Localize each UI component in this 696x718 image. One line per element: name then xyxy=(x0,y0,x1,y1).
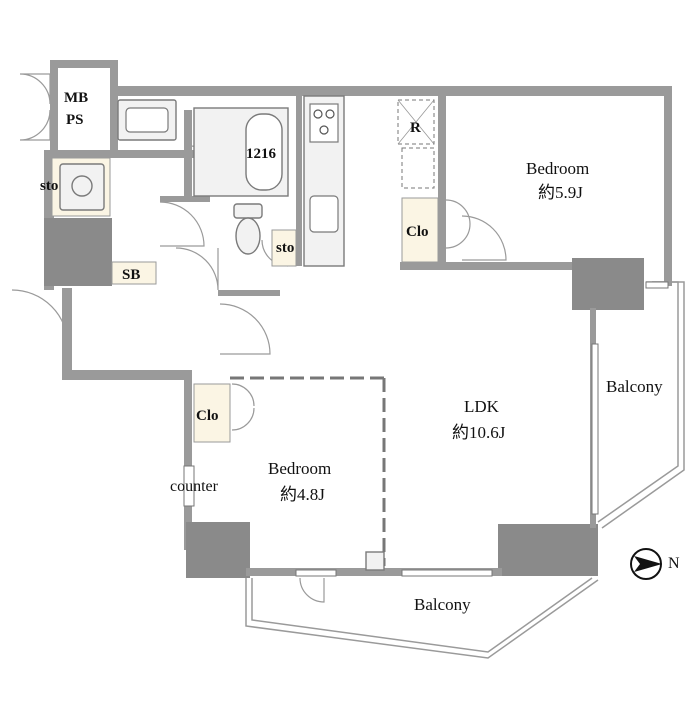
wall-bath-left xyxy=(184,110,192,200)
wall-mbps-left xyxy=(50,60,58,156)
label-ldk: LDK xyxy=(464,397,500,416)
label-bedroom-upper: Bedroom xyxy=(526,159,589,178)
stove xyxy=(309,103,339,143)
pillar-left xyxy=(44,218,112,286)
compass-arrow-icon xyxy=(634,556,662,572)
kitchen-sink xyxy=(309,195,339,233)
label-ps: PS xyxy=(66,112,84,128)
storage-toilet xyxy=(271,229,297,267)
pillar-lower-right xyxy=(498,524,598,576)
wall-mbps-bottom xyxy=(50,150,200,158)
label-storage-left: sto xyxy=(40,178,58,194)
label-ldk-area: 約10.6J xyxy=(452,423,506,442)
wall-bedroom-upper-left xyxy=(438,96,446,266)
wall-mbps-top xyxy=(50,60,118,68)
pillar-right xyxy=(572,258,644,310)
label-bedroom-upper-area: 約5.9J xyxy=(538,183,583,202)
wall-mbps-right xyxy=(110,60,118,156)
label-shoe-box: SB xyxy=(122,267,140,283)
wall-bedroom-upper-bottom xyxy=(400,262,580,270)
label-closet-lower: Clo xyxy=(196,408,219,424)
pillar-lower-left xyxy=(186,522,250,578)
wall-int-2 xyxy=(218,290,280,296)
toilet-tank xyxy=(233,203,263,219)
label-bath-size: 1216 xyxy=(246,146,277,162)
label-mb: MB xyxy=(64,90,88,106)
closet-upper xyxy=(401,197,439,263)
bedroom-lower-partition xyxy=(230,376,386,571)
label-counter: counter xyxy=(170,478,219,495)
label-storage-toilet: sto xyxy=(276,240,294,256)
labels: MB PS 1216 sto sto SB Clo Clo R Bedroom … xyxy=(40,90,663,614)
label-balcony-bottom: Balcony xyxy=(414,595,471,614)
counter-marker xyxy=(183,465,195,507)
compass-direction: N xyxy=(668,555,680,572)
pantry xyxy=(401,147,435,189)
fixtures xyxy=(59,95,435,507)
wall-top xyxy=(110,86,670,96)
label-bedroom-lower-area: 約4.8J xyxy=(280,485,325,504)
wall-mid-bottom xyxy=(62,370,184,380)
wall-bottom xyxy=(246,568,502,576)
washer-drain xyxy=(71,175,93,197)
pipe-shaft xyxy=(365,551,385,571)
toilet-bowl xyxy=(235,217,261,255)
wall-lower-left xyxy=(184,370,192,550)
wall-right xyxy=(664,86,672,286)
balcony-bottom-outline xyxy=(245,578,599,659)
bathtub xyxy=(245,113,283,191)
shoe-box xyxy=(111,261,157,285)
label-balcony-right: Balcony xyxy=(606,377,663,396)
balcony-right-inner xyxy=(597,281,679,523)
label-bedroom-lower: Bedroom xyxy=(268,459,331,478)
balcony-bottom-inner xyxy=(251,577,593,653)
closet-lower xyxy=(193,383,231,443)
label-closet-upper: Clo xyxy=(406,224,429,240)
label-refrigerator: R xyxy=(410,120,421,136)
windows xyxy=(295,281,669,577)
wall-kitchen-left xyxy=(296,96,302,266)
compass: N xyxy=(630,548,680,580)
